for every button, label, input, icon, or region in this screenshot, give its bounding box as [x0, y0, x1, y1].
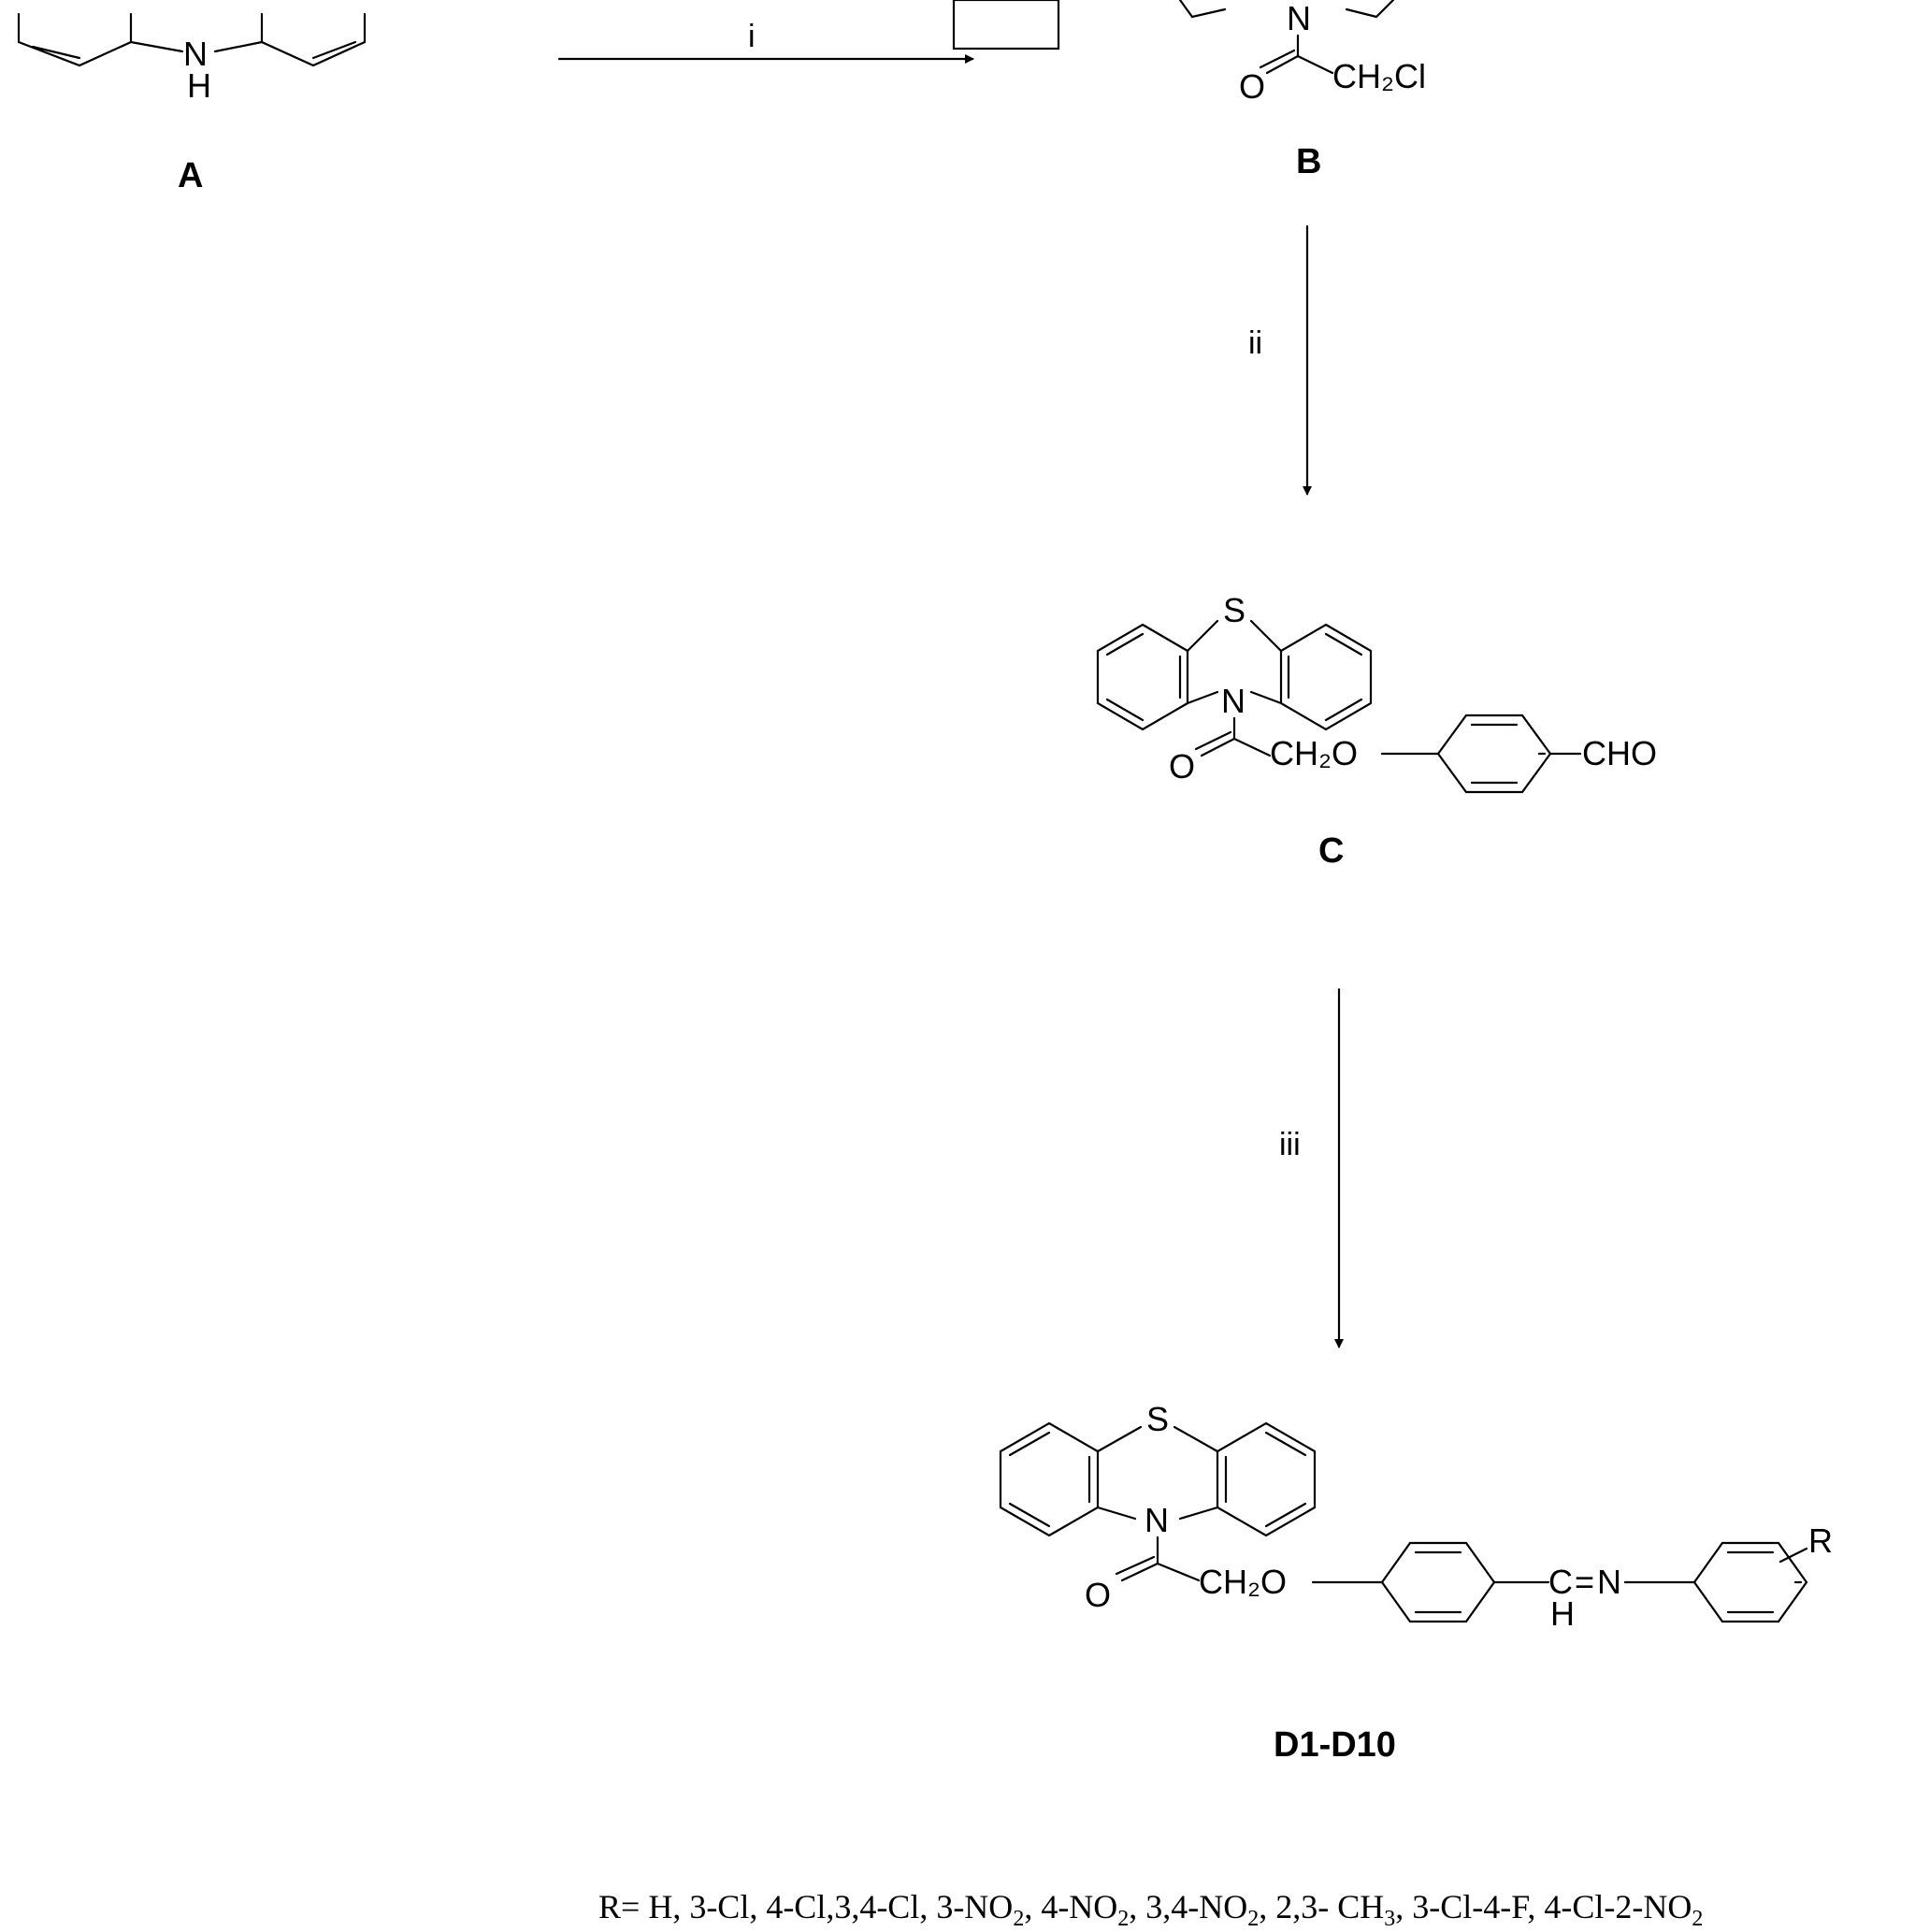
compound-d-structure: S N O CH₂O C H = N R [999, 1400, 1833, 1633]
imine-carbon-label: C [1548, 1563, 1573, 1601]
compound-a-label: A [178, 156, 203, 195]
carbonyl-oxygen-label: O [1085, 1576, 1111, 1614]
imine-hydrogen-label: H [1550, 1594, 1575, 1633]
aldehyde-label: CHO [1582, 734, 1657, 772]
oxymethylene-label: CH₂O [1270, 734, 1358, 772]
reagent-step-ii: ii [1248, 325, 1262, 361]
intermediate-box [952, 0, 1060, 50]
oxymethylene-label: CH₂O [1199, 1563, 1287, 1601]
imine-double-bond-label: = [1575, 1563, 1594, 1601]
substituent-list: R= H, 3-Cl, 4-Cl,3,4-Cl, 3-NO2, 4-NO2, 3… [598, 1888, 1704, 1932]
chloromethyl-label: CH₂Cl [1332, 57, 1426, 95]
compound-c-structure: S N O CH₂O CHO [1096, 591, 1657, 794]
amine-nitrogen-label: N [183, 35, 208, 73]
compound-b-structure: N O CH₂Cl [1178, 0, 1426, 106]
compound-c-label: C [1318, 831, 1344, 871]
compound-d-label: D1-D10 [1274, 1725, 1396, 1765]
sulfur-label: S [1146, 1400, 1169, 1438]
reagent-step-i: i [748, 19, 756, 54]
nitrogen-label: N [1145, 1501, 1169, 1539]
amine-hydrogen-label: H [187, 66, 211, 105]
sulfur-label: S [1223, 591, 1245, 629]
nitrogen-label: N [1221, 682, 1245, 720]
carbonyl-oxygen-label: O [1169, 747, 1195, 786]
substituent-r-label: R [1808, 1521, 1833, 1560]
reagent-step-iii: iii [1279, 1127, 1301, 1162]
imine-nitrogen-label: N [1597, 1563, 1621, 1601]
compound-a-structure: N H [17, 12, 367, 105]
compound-b-label: B [1296, 142, 1321, 181]
carbonyl-oxygen-label: O [1239, 67, 1265, 106]
acyl-nitrogen-label: N [1287, 0, 1311, 37]
